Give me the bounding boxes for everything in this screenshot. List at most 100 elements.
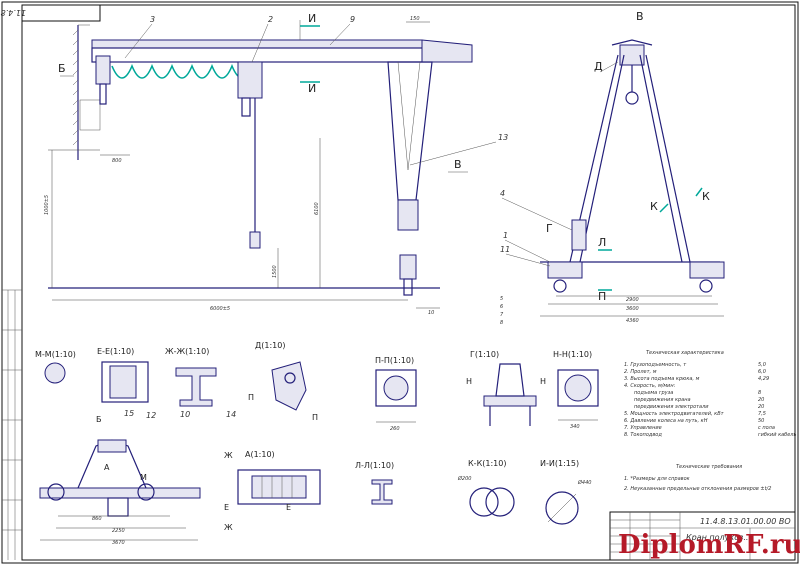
pos-7: 7 xyxy=(500,312,504,318)
cut-k1: К xyxy=(650,200,658,213)
pos-6: 6 xyxy=(500,304,503,310)
section-g xyxy=(483,363,537,426)
dim-6000: 6000±5 xyxy=(210,306,230,312)
section-zhzh-title: Ж-Ж(1:10) xyxy=(165,347,209,356)
cut-n1: Н xyxy=(466,377,472,386)
section-a-title: А(1:10) xyxy=(245,450,275,459)
dim-340: 340 xyxy=(570,424,580,430)
dim-2250: 2250 xyxy=(112,528,125,534)
section-ii-title: И-И(1:15) xyxy=(540,459,579,468)
dim-260: 260 xyxy=(390,426,400,432)
crane-leg xyxy=(387,61,433,201)
doc-number-box xyxy=(21,4,101,22)
control-pendant xyxy=(249,231,261,249)
front-view xyxy=(48,20,473,309)
cut-e2: Е xyxy=(286,503,291,512)
section-ii xyxy=(545,491,579,525)
spec-row-label: 8. Токоподвод xyxy=(624,432,662,438)
dim-3670: 3670 xyxy=(112,540,125,546)
spec-row-label: 2. Пролет, м xyxy=(624,369,657,375)
pos-14: 14 xyxy=(226,410,236,419)
section-nn xyxy=(557,369,599,421)
side-view xyxy=(540,39,725,317)
dim-4360: 4360 xyxy=(626,318,639,324)
dim-small-v: 1500 xyxy=(272,265,278,278)
cut-e1: Е xyxy=(224,503,229,512)
spec-row-label: передвижения электротали xyxy=(634,404,709,410)
pos-10: 10 xyxy=(180,410,190,419)
tech-req-line: 2. Неуказанные предельные отклонения раз… xyxy=(624,486,771,492)
festoon-cable xyxy=(111,63,253,79)
watermark-logo: DiplomRF.ru xyxy=(618,530,800,560)
cut-k2: К xyxy=(702,190,710,203)
pos-11: 11 xyxy=(500,245,510,254)
title-block-name: Кран полукоз.. xyxy=(686,533,748,542)
cut-d: Д xyxy=(594,60,603,73)
section-a xyxy=(237,469,321,505)
cut-b2: Б xyxy=(96,415,102,424)
bottom-left-view xyxy=(39,439,201,541)
cut-p: П xyxy=(598,290,606,303)
section-kk-title: К-К(1:10) xyxy=(468,459,506,468)
spec-row-value: 20 xyxy=(758,404,764,410)
dim-150: 150 xyxy=(410,16,420,22)
tech-req-line: 1. *Размеры для справок xyxy=(624,476,690,482)
dim-200: Ø200 xyxy=(457,475,471,482)
spec-row-value: 20 xyxy=(758,397,764,403)
spec-row-value: 5,0 xyxy=(758,362,766,368)
section-mm-circle xyxy=(44,362,66,384)
cut-n2: Н xyxy=(540,377,546,386)
spec-row-label: 1. Грузоподъемность, т xyxy=(624,362,687,368)
spec-row-value: с пола xyxy=(758,425,775,431)
section-ll-shape xyxy=(371,479,393,505)
spec-row-label: 5. Мощность электродвигателей, кВт xyxy=(624,411,725,417)
tech-specs-heading: Техническая характеристика xyxy=(646,350,724,356)
dim-left-v: 1000±5 xyxy=(44,195,50,215)
section-ee xyxy=(101,361,149,403)
spec-row-label: 4. Скорость, м/мин: xyxy=(624,383,676,389)
cut-i-bottom: И xyxy=(308,82,316,95)
pos-12: 12 xyxy=(146,411,156,420)
section-mm-title: М-М(1:10) xyxy=(35,350,76,359)
section-nn-title: Н-Н(1:10) xyxy=(553,350,592,359)
pos-1: 1 xyxy=(503,231,508,240)
section-pp xyxy=(375,369,417,423)
spec-row-value: 7,5 xyxy=(758,411,766,417)
pos-5: 5 xyxy=(500,296,503,302)
cut-p2: П xyxy=(312,413,318,422)
cut-a: А xyxy=(104,463,110,472)
dim-860: 860 xyxy=(92,516,102,522)
spec-row-value: 4,29 xyxy=(758,376,769,382)
tech-specs-list: 1. Грузоподъемность, т 5,0 2. Пролет, м … xyxy=(624,362,797,438)
pos-9: 9 xyxy=(350,15,355,24)
pos-13: 13 xyxy=(498,133,508,142)
title-block xyxy=(609,511,796,561)
pos-2: 2 xyxy=(268,15,273,24)
section-d-title: Д(1:10) xyxy=(255,341,285,350)
section-kk xyxy=(469,487,515,517)
spec-row-value: 50 xyxy=(758,418,764,424)
dim-440: Ø440 xyxy=(577,479,591,486)
section-ll-title: Л-Л(1:10) xyxy=(355,461,394,470)
section-g-title: Г(1:10) xyxy=(470,350,499,359)
dim-10: 10 xyxy=(428,310,434,316)
spec-row-label: 7. Управление xyxy=(624,425,662,431)
spec-row-label: подъема груза xyxy=(634,390,673,396)
cut-zh1: Ж xyxy=(224,451,233,460)
spec-row-label: 6. Давление колеса на путь, кН xyxy=(624,418,708,424)
section-ee-title: Е-Е(1:10) xyxy=(97,347,134,356)
cut-b-left: Б xyxy=(58,62,66,75)
spec-row-label: передвижения крана xyxy=(634,397,691,403)
section-pp-title: П-П(1:10) xyxy=(375,356,414,365)
cut-i-top: И xyxy=(308,12,316,25)
doc-number-rotated: 11.4.8.13.01.00.00 ВО xyxy=(0,8,26,17)
dim-3600: 3600 xyxy=(626,306,639,312)
dim-800: 800 xyxy=(112,158,122,164)
title-block-docnum: 11.4.8.13.01.00.00 ВО xyxy=(700,517,791,526)
inner-frame xyxy=(21,4,796,561)
pos-4: 4 xyxy=(500,189,505,198)
pos-15: 15 xyxy=(124,409,134,418)
